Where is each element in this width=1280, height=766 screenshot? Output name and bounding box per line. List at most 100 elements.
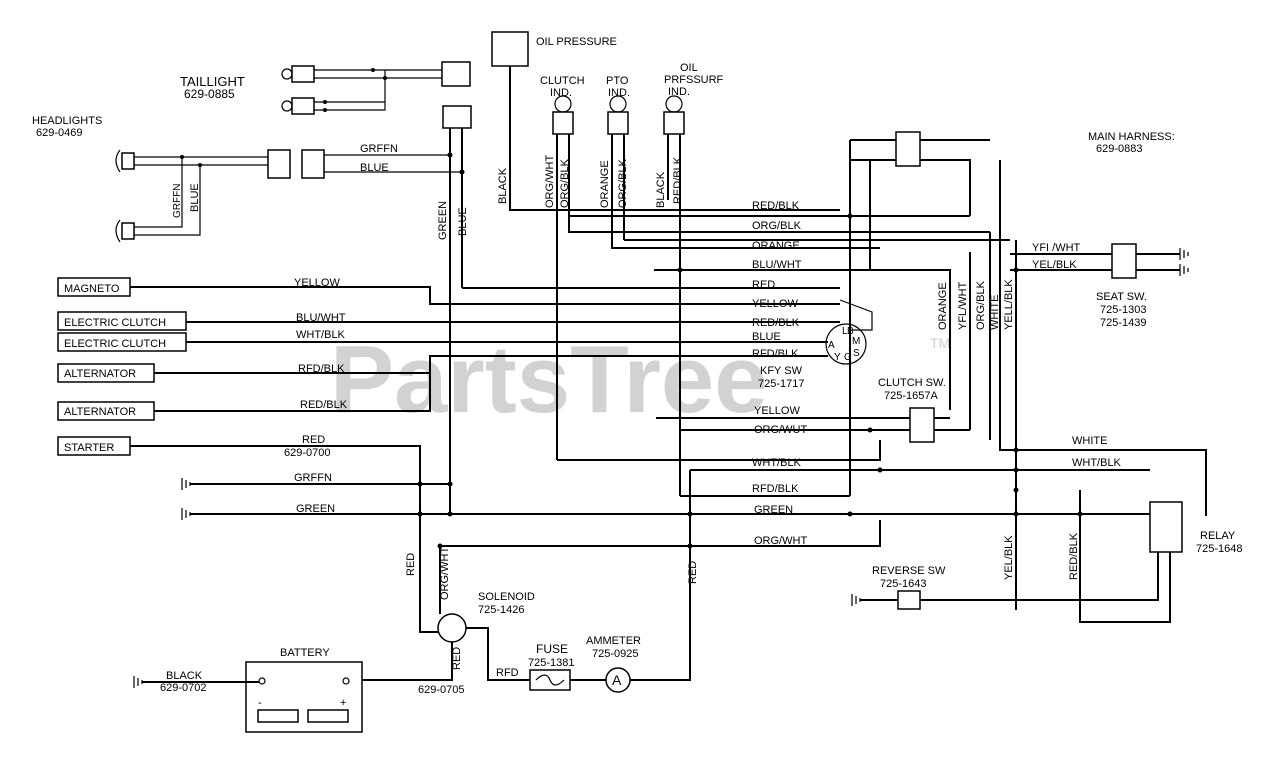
wire-vr-white: WHITE xyxy=(989,295,1001,330)
wire-org-wht: ORG/WHT xyxy=(544,155,556,208)
main-harness-label: MAIN HARNESS: xyxy=(1088,131,1175,143)
key-sw-label: KFY SW xyxy=(760,365,803,377)
wire-v-red-low: RED xyxy=(405,553,417,576)
wire-h-blue: BLUE xyxy=(360,162,389,174)
wire-seat-yel-blk: YEL/BLK xyxy=(1032,259,1077,271)
fuse-part: 725-1381 xyxy=(528,657,575,669)
magneto-label: MAGNETO xyxy=(64,283,120,295)
wire-v-blue: BLUE xyxy=(457,207,469,236)
watermark-tm: TM xyxy=(930,335,950,351)
wire-m-yellow: YELLOW xyxy=(294,277,340,289)
headlights-part: 629-0469 xyxy=(36,127,83,139)
wire-green-right: GREEN xyxy=(754,504,793,516)
wire-v-red-blk-low: RED/BLK xyxy=(1068,532,1080,580)
key-letter-a: A xyxy=(828,340,835,351)
ammeter-part: 725-0925 xyxy=(592,648,639,660)
seat-sw-part2: 725-1439 xyxy=(1100,317,1147,329)
key-letter-s: S xyxy=(853,348,860,359)
alternator-label-1: ALTERNATOR xyxy=(64,368,136,380)
clutch-ind-sub: IND. xyxy=(550,87,572,99)
battery-pos: + xyxy=(340,697,346,709)
battery-neg: - xyxy=(258,697,262,709)
wire-ec-blu-wht: BLU/WHT xyxy=(296,312,346,324)
key-letter-y: Y xyxy=(834,352,841,363)
wire-ec-red-blk: RED/BLK xyxy=(752,317,800,329)
wire-v-green: GREEN xyxy=(437,201,449,240)
solenoid-part: 725-1426 xyxy=(478,604,525,616)
starter-label: STARTER xyxy=(64,442,114,454)
cable-0705: 629-0705 xyxy=(418,684,465,696)
wire-k-yellow: YELLOW xyxy=(754,405,800,417)
oil-ind-label: OIL xyxy=(680,62,698,74)
black-ground-label: BLACK xyxy=(166,670,203,682)
taillight-label: TAILLIGHT xyxy=(180,74,245,89)
wire-m-red: RED xyxy=(752,279,775,291)
oil-ind-sub: PRFSSURF xyxy=(664,74,724,86)
watermark: PartsTree xyxy=(330,326,768,433)
taillight-part: 629-0885 xyxy=(184,87,235,101)
wire-red-blk3: RFD/BLK xyxy=(752,483,799,495)
pto-ind-sub: IND. xyxy=(608,87,630,99)
wire-red-blk: RED/BLK xyxy=(672,156,684,204)
wire-wht-blk: WHT/BLK xyxy=(752,457,802,469)
starter-red-part: 629-0700 xyxy=(284,447,331,459)
reverse-sw-label: REVERSE SW xyxy=(872,565,946,577)
key-sw-part: 725-1717 xyxy=(758,378,805,390)
electric-clutch-label-1: ELECTRIC CLUTCH xyxy=(64,317,166,329)
wire-org-wht-low: ORG/WHT xyxy=(754,535,807,547)
wire-black: BLACK xyxy=(497,167,509,204)
relay-label: RELAY xyxy=(1200,530,1236,542)
wire-org-blk2: ORG/BLK xyxy=(617,158,629,208)
pto-indicator xyxy=(607,95,880,249)
wire-t-red-blk: RED/BLK xyxy=(752,200,800,212)
wire-green2: GREEN xyxy=(296,503,335,515)
taillight-assembly xyxy=(281,61,471,115)
relay-part: 725-1648 xyxy=(1196,543,1243,555)
wire-k-blue: BLUE xyxy=(752,331,781,343)
wire-t-org-blk: ORG/BLK xyxy=(752,220,802,232)
clutch-ind-label: CLUTCH xyxy=(540,75,585,87)
wire-vr-orange: ORANGE xyxy=(937,282,949,330)
starter-red-label: RED xyxy=(302,434,325,446)
alternator-label-2: ALTERNATOR xyxy=(64,406,136,418)
wire-v-yel-blk-low: YEL/BLK xyxy=(1003,535,1015,580)
key-letter-b: B xyxy=(847,326,854,337)
wire-m-yellow2: YELLOW xyxy=(752,298,798,310)
ammeter-symbol: A xyxy=(612,672,622,688)
wire-alt-red-blk2: RED/BLK xyxy=(300,399,348,411)
wire-hl-blue: BLUE xyxy=(189,183,201,212)
headlights-assembly xyxy=(115,149,462,243)
wire-hl-green: GRFFN xyxy=(172,184,183,218)
reverse-sw-part: 725-1643 xyxy=(880,578,927,590)
seat-sw-part1: 725-1303 xyxy=(1100,304,1147,316)
key-switch xyxy=(825,299,873,365)
electric-clutch-label-2: ELECTRIC CLUTCH xyxy=(64,338,166,350)
clutch-sw-part: 725-1657A xyxy=(884,390,938,402)
wire-wht-blk-r: WHT/BLK xyxy=(1072,457,1122,469)
oil-ind-sub2: IND. xyxy=(668,86,690,98)
wire-k-org-wht: ORG/WUT xyxy=(754,424,807,436)
black-ground-part: 629-0702 xyxy=(160,682,207,694)
ammeter-label: AMMETER xyxy=(586,635,641,647)
wire-vr-yel-blk: YELL/BLK xyxy=(1003,279,1015,330)
junction-dots xyxy=(417,152,1083,549)
wire-h-green: GRFFN xyxy=(360,143,398,155)
wire-k-red-blk: RFD/BLK xyxy=(752,348,799,360)
key-letter-m: M xyxy=(852,336,860,347)
wire-green1: GRFFN xyxy=(294,472,332,484)
wire-sol-red: RED xyxy=(451,647,463,670)
seat-sw-label: SEAT SW. xyxy=(1096,291,1147,303)
clutch-sw-label: CLUTCH SW. xyxy=(878,377,946,389)
oil-indicator xyxy=(663,95,685,496)
key-letter-g: G xyxy=(844,352,852,363)
pto-ind-label: PTO xyxy=(606,75,629,87)
wire-ec-wht-blk: WHT/BLK xyxy=(296,329,346,341)
wire-t-orange: ORANGE xyxy=(752,240,800,252)
wire-vr-yel-wht: YFL/WHT xyxy=(957,281,969,330)
wire-fuse-red: RFD xyxy=(496,667,519,679)
wire-vr-org-blk: ORG/BLK xyxy=(975,280,987,330)
wire-white-r: WHITE xyxy=(1072,435,1107,447)
wire-seat-yel-wht: YFI /WHT xyxy=(1032,242,1081,254)
wire-t-blu-wht: BLU/WHT xyxy=(752,259,802,271)
